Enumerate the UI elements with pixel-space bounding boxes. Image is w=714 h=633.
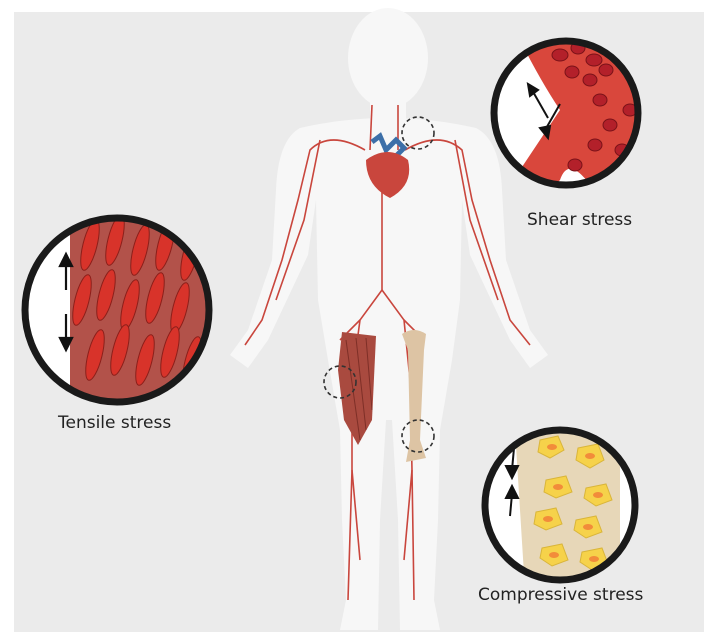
compressive-stress-label: Compressive stress: [478, 585, 643, 605]
tensile-stress-label: Tensile stress: [58, 413, 171, 433]
shear-stress-label: Shear stress: [527, 210, 632, 230]
